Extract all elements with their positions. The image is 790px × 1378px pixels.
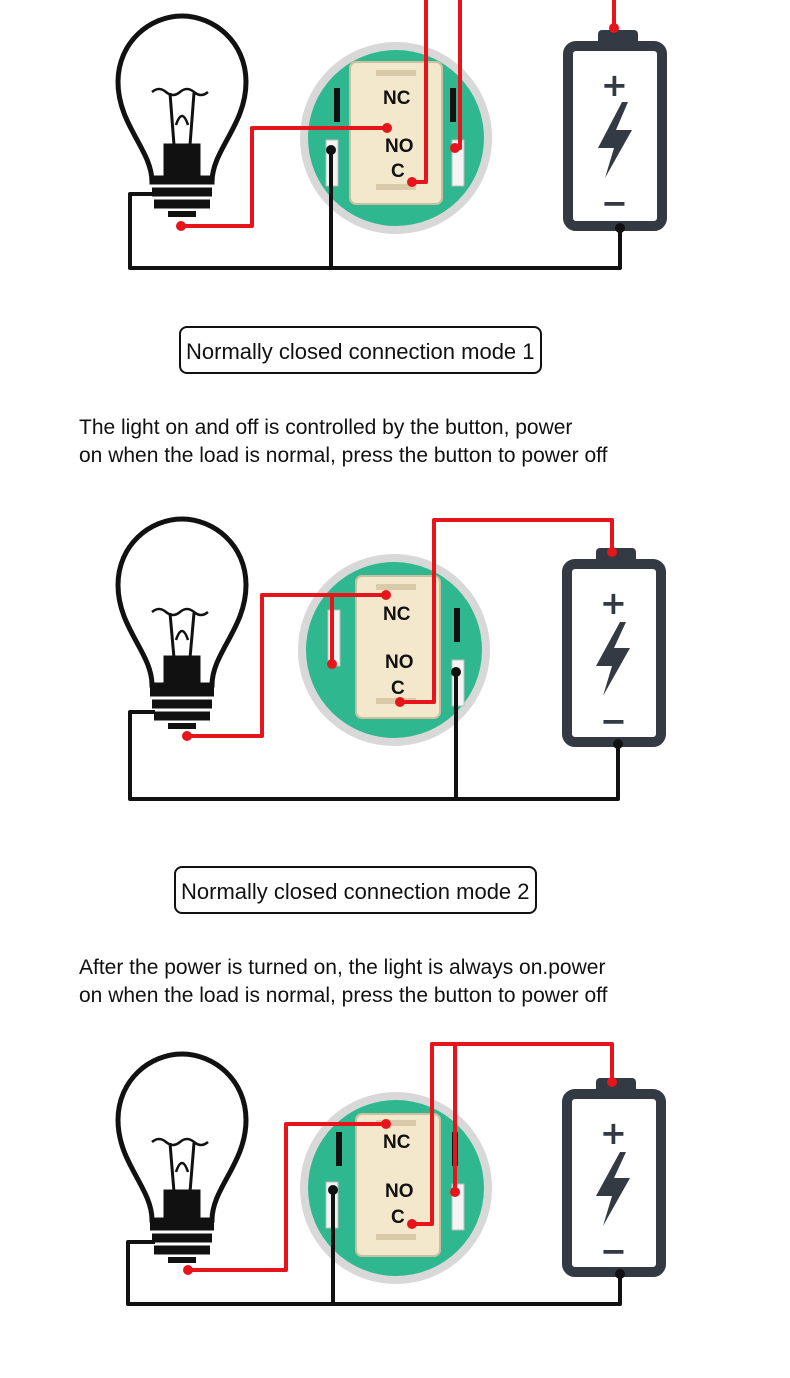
terminal-label-c: C	[391, 678, 405, 699]
mode-2-title: Normally closed connection mode 2	[174, 866, 537, 914]
wires	[128, 0, 622, 270]
terminal-label-c: C	[391, 161, 405, 182]
mode-2-description-line-2: on when the load is normal, press the bu…	[79, 984, 608, 1007]
light-bulb-icon	[115, 1051, 249, 1263]
wiring-diagram-3: NC NO C + −	[115, 1042, 666, 1306]
push-button-switch: NC NO C	[298, 554, 490, 746]
mode-1-description-line-1: The light on and off is controlled by th…	[79, 416, 573, 439]
wiring-diagram-2: NC NO C + −	[115, 516, 666, 801]
battery-minus-symbol: −	[600, 1232, 627, 1270]
terminal-label-no: NO	[385, 652, 414, 673]
light-bulb-icon	[115, 13, 249, 217]
wires	[126, 1042, 622, 1306]
push-button-switch: NC NO C	[300, 42, 492, 234]
terminal-label-nc: NC	[383, 604, 411, 625]
terminal-label-nc: NC	[383, 1132, 411, 1153]
battery-plus-symbol: +	[600, 584, 627, 622]
terminal-label-nc: NC	[383, 88, 411, 109]
battery-plus-symbol: +	[601, 66, 628, 104]
terminal-label-no: NO	[385, 136, 414, 157]
mode-1-title: Normally closed connection mode 1	[179, 326, 542, 374]
wiring-diagram-1: NC NO C + −	[115, 0, 667, 270]
mode-1-description-line-2: on when the load is normal, press the bu…	[79, 444, 608, 467]
battery-minus-symbol: −	[601, 184, 628, 222]
lightning-icon	[596, 1152, 630, 1226]
battery-minus-symbol: −	[600, 702, 627, 740]
light-bulb-icon	[115, 516, 249, 729]
push-button-switch: NC NO C	[300, 1092, 492, 1284]
wires	[128, 518, 620, 801]
lightning-icon	[596, 622, 630, 696]
battery-icon: + −	[562, 548, 666, 747]
battery-plus-symbol: +	[600, 1114, 627, 1152]
mode-2-description-line-1: After the power is turned on, the light …	[79, 956, 606, 979]
mode-2-description: After the power is turned on, the light …	[79, 954, 607, 1010]
battery-icon: + −	[562, 1078, 666, 1277]
terminal-label-no: NO	[385, 1181, 414, 1202]
mode-1-description: The light on and off is controlled by th…	[79, 414, 607, 470]
terminal-label-c: C	[391, 1207, 405, 1228]
battery-icon: + −	[563, 30, 667, 231]
lightning-icon	[598, 102, 632, 178]
